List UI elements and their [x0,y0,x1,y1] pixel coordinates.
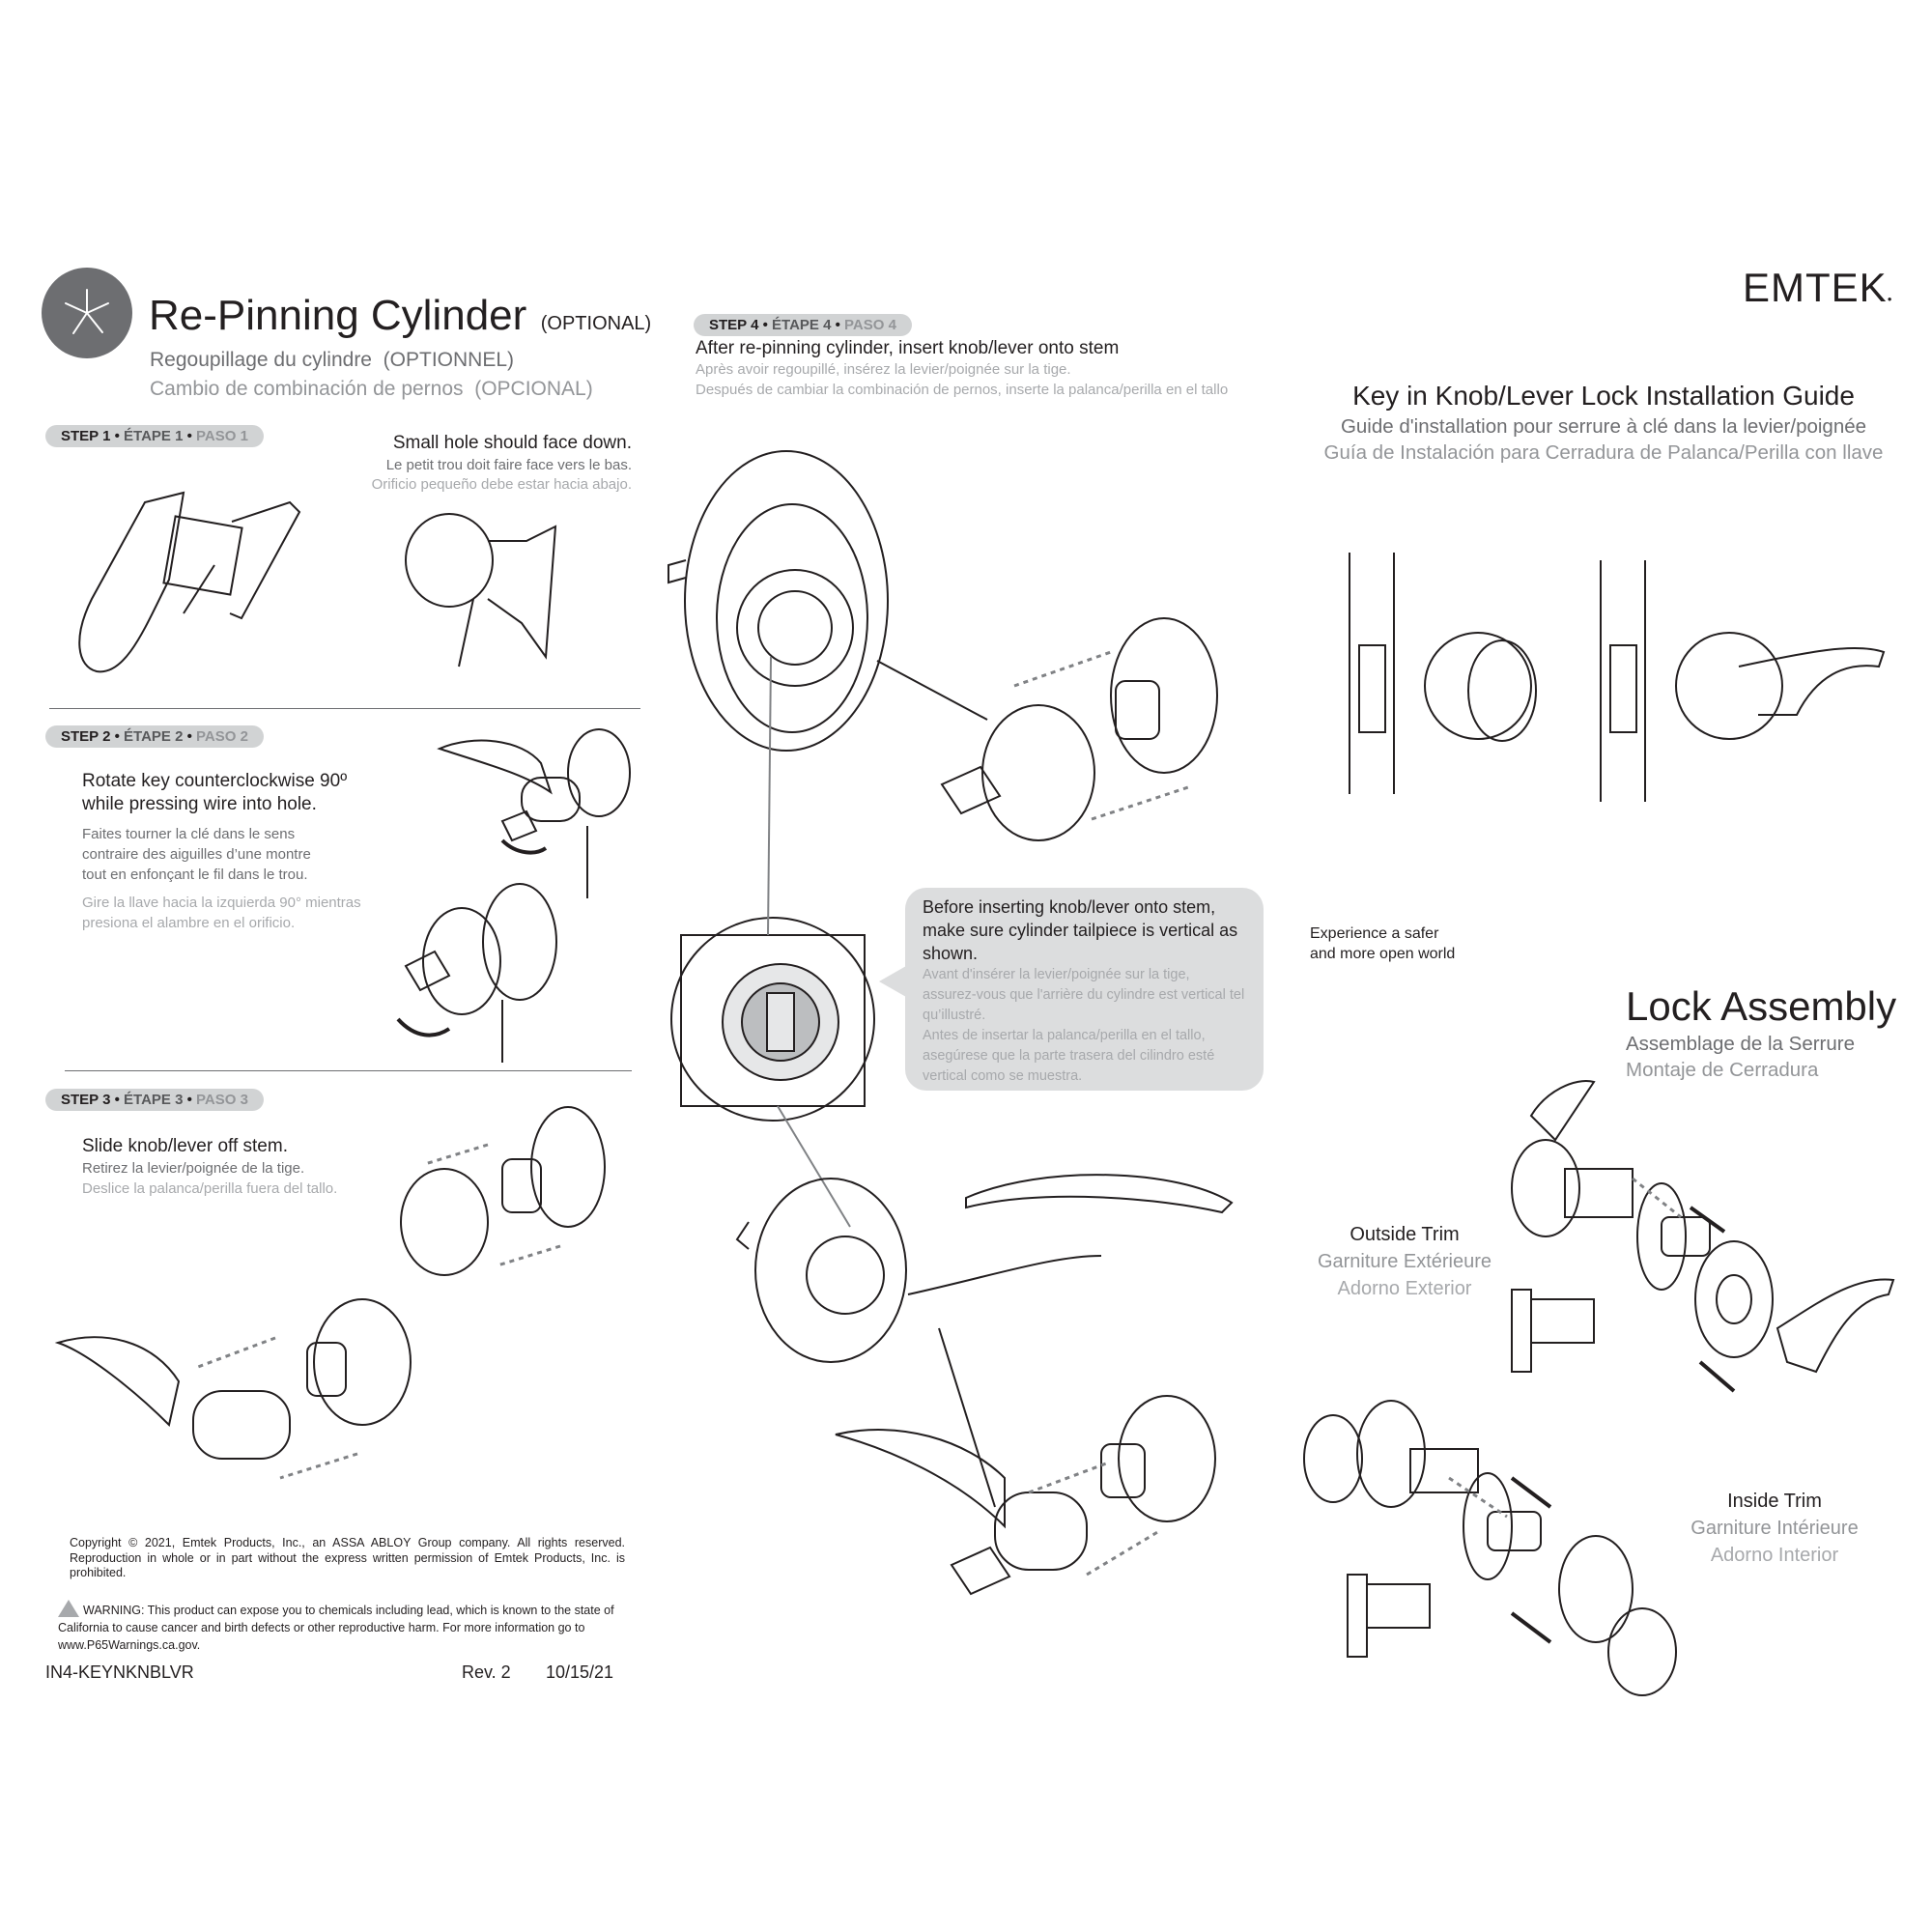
step4-lever-illustration [735,1174,1234,1596]
step3-lever-illustration [54,1298,412,1480]
emtek-logo: EMTEK● [1743,265,1893,310]
step-label-es: PASO 2 [196,728,248,745]
step-label-fr: ÉTAPE 2 [124,728,184,745]
step2-text-fr: contraire des aiguilles d’une montre [82,846,311,863]
step3-text-en: Slide knob/lever off stem. [82,1136,288,1156]
step-label-es: PASO 3 [196,1092,248,1108]
step2-text-es: presiona el alambre en el orificio. [82,915,296,931]
step-label-en: STEP 1 [61,428,111,444]
step-label-es: PASO 1 [196,428,248,444]
callout-text-es: Antes de insertar la palanca/perilla en … [923,1028,1215,1084]
inside-trim-exploded-view [1303,1400,1677,1696]
step2-text-en: Rotate key counterclockwise 90º [82,771,348,791]
outside-trim-es: Adorno Exterior [1337,1278,1472,1299]
logo-flower-icon [42,268,132,358]
inside-trim-en: Inside Trim [1727,1491,1822,1512]
lock-assembly-heading: Lock Assembly Assemblage de la Serrure M… [1626,982,1896,1083]
brand-name: EMTEK [1743,265,1888,310]
inside-trim-es: Adorno Interior [1710,1545,1839,1566]
step3-text-fr: Retirez la levier/poignée de la tige. [82,1160,305,1177]
step-label-fr: ÉTAPE 1 [124,428,184,444]
step2-text-es: Gire la llave hacia la izquierda 90° mie… [82,895,361,911]
step-label-fr: ÉTAPE 4 [772,317,832,333]
step4-text-es: Después de cambiar la combinación de per… [696,382,1229,398]
revision: Rev. 2 [462,1662,511,1682]
step3-instructions: Slide knob/lever off stem. Retirez la le… [82,1135,337,1199]
step-label-en: STEP 3 [61,1092,111,1108]
step4-text-en: After re-pinning cylinder, insert knob/l… [696,338,1120,358]
step1-text-es: Orificio pequeño debe estar hacia abajo. [371,476,632,493]
warning-triangle-icon [58,1600,79,1617]
tagline-line: and more open world [1310,946,1456,962]
tagline-line: Experience a safer [1310,925,1439,942]
step2-knob-illustration [396,883,557,1063]
guide-heading: Key in Knob/Lever Lock Installation Guid… [1294,379,1913,466]
warning-text: WARNING: This product can expose you to … [58,1604,614,1652]
assembly-title: Lock Assembly [1626,983,1897,1029]
callout-text-fr: Avant d'insérer la levier/poignée sur la… [923,967,1245,1023]
divider [65,1070,632,1071]
copyright-notice: Copyright © 2021, Emtek Products, Inc., … [70,1536,625,1579]
inside-trim-label: Inside Trim Garniture Intérieure Adorno … [1678,1488,1871,1569]
tagline: Experience a safer and more open world [1310,923,1455,964]
step-label-fr: ÉTAPE 3 [124,1092,184,1108]
inside-trim-fr: Garniture Intérieure [1690,1518,1859,1539]
optional-tag: (OPTIONAL) [540,313,652,334]
step-label-en: STEP 2 [61,728,111,745]
step4-text-fr: Après avoir regoupillé, insérez la levie… [696,361,1071,378]
door-knob-illustration [1349,553,1537,794]
outside-trim-label: Outside Trim Garniture Extérieure Adorno… [1308,1221,1501,1302]
step2-lever-illustration [437,728,631,898]
tailpiece-callout: Before inserting knob/lever onto stem, m… [905,888,1264,1091]
step2-instructions: Rotate key counterclockwise 90º while pr… [82,770,361,933]
step3-badge: STEP 3 • ÉTAPE 3 • PASO 3 [45,1089,264,1111]
divider [49,708,640,709]
document-code: IN4-KEYNKNBLVR [45,1662,194,1682]
step2-text-fr: tout en enfonçant le fil dans le trou. [82,867,308,883]
prop65-warning: WARNING: This product can expose you to … [58,1600,628,1654]
outside-trim-exploded-view [1511,1080,1895,1393]
step4-instructions: After re-pinning cylinder, insert knob/l… [696,337,1228,400]
assembly-title-fr: Assemblage de la Serrure [1626,1033,1856,1055]
page-title: Re-Pinning Cylinder [149,292,527,339]
step2-text-fr: Faites tourner la clé dans le sens [82,826,296,842]
step4-badge: STEP 4 • ÉTAPE 4 • PASO 4 [694,314,912,336]
title-french: Regoupillage du cylindre (OPTIONNEL) [150,349,514,371]
title-spanish: Cambio de combinación de pernos (OPCIONA… [150,378,593,400]
assembly-title-es: Montaje de Cerradura [1626,1059,1819,1081]
step2-badge: STEP 2 • ÉTAPE 2 • PASO 2 [45,725,264,748]
outside-trim-en: Outside Trim [1350,1224,1460,1245]
step1-text-en: Small hole should face down. [392,433,632,453]
step1-lever-illustration [78,491,301,673]
step3-text-es: Deslice la palanca/perilla fuera del tal… [82,1180,338,1197]
cylinder-tailpiece-inset [670,656,875,1228]
step3-knob-illustration [400,1106,606,1276]
step1-knob-illustration [405,513,557,668]
door-lever-illustration [1600,560,1886,802]
step2-text-en: while pressing wire into hole. [82,794,317,814]
step1-badge: STEP 1 • ÉTAPE 1 • PASO 1 [45,425,264,447]
guide-title: Key in Knob/Lever Lock Installation Guid… [1352,381,1855,411]
step4-rosette-illustration [668,450,1218,841]
outside-trim-fr: Garniture Extérieure [1317,1251,1492,1272]
step-label-en: STEP 4 [709,317,759,333]
repinning-header: Re-Pinning Cylinder (OPTIONAL) [149,292,651,340]
step-label-es: PASO 4 [844,317,896,333]
step1-text-fr: Le petit trou doit faire face vers le ba… [385,457,632,473]
step1-instructions: Small hole should face down. Le petit tr… [372,433,632,493]
revision-date: 10/15/21 [546,1662,614,1682]
guide-title-es: Guía de Instalación para Cerradura de Pa… [1323,441,1884,464]
callout-text-en: Before inserting knob/lever onto stem, m… [923,897,1238,963]
guide-title-fr: Guide d'installation pour serrure à clé … [1340,415,1867,438]
callout-pointer [879,966,906,997]
